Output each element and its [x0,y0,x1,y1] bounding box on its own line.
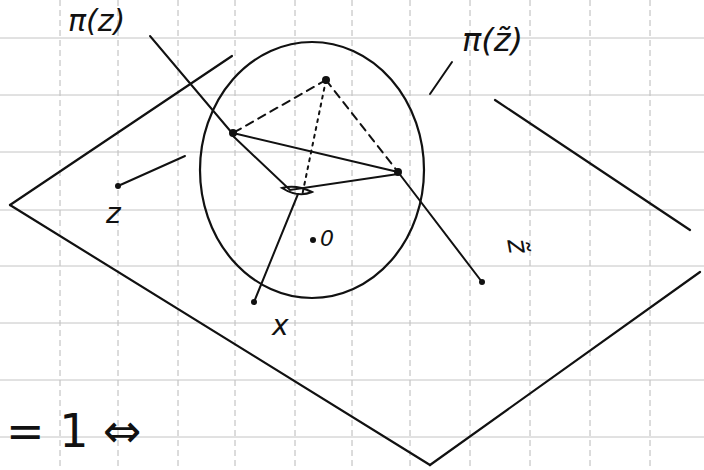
projection-lines [118,36,482,302]
points [115,76,485,305]
sphere [200,42,424,298]
point-label: z̃ [502,236,532,255]
point-label: π(z̃) [462,24,523,56]
point-label: z [106,200,121,228]
plane-outline [10,56,700,465]
point-label: x [272,312,289,340]
grid-paper [60,0,650,470]
origin-label: 0 [320,228,334,250]
point-label: π(z) [68,6,125,36]
grid-rows [0,38,704,437]
equation-fragment: = 1 ⇔ [6,408,142,454]
